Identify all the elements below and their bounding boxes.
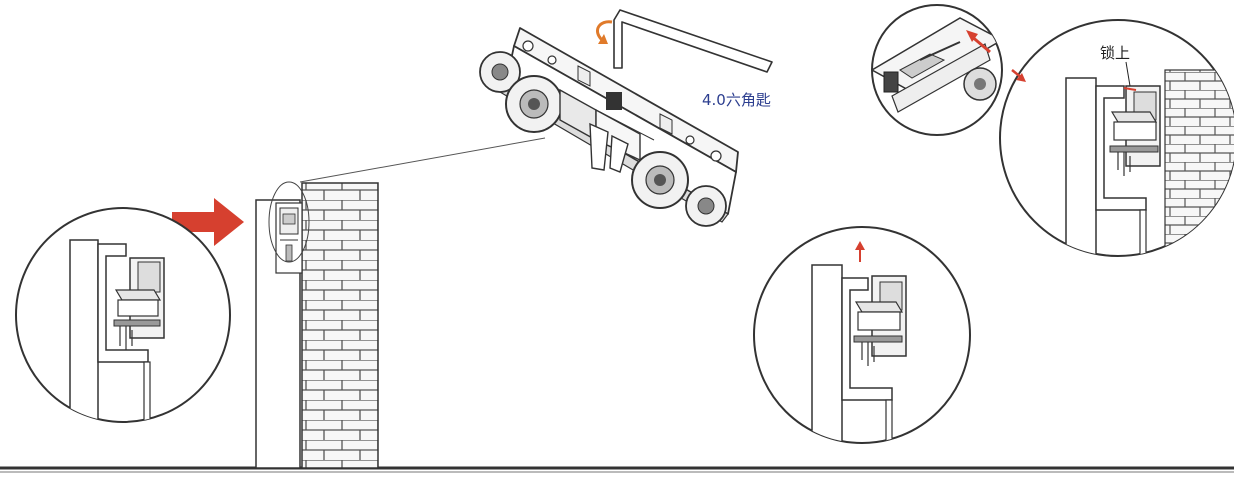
rotate-icon	[596, 20, 613, 44]
floor-line	[0, 466, 1234, 473]
hex-key-label: 4.0六角匙	[702, 91, 771, 109]
roller-carriage	[479, 27, 739, 227]
detail-circle-adjust	[871, 4, 1003, 136]
arrow-right-icon	[172, 198, 244, 246]
detail-circle-before	[15, 207, 231, 423]
arrow-up-icon	[855, 241, 865, 262]
lock-label: 锁上	[1100, 44, 1130, 62]
lock-pointer	[1125, 61, 1131, 87]
wall-section	[255, 137, 546, 469]
detail-circle-lift	[753, 226, 971, 444]
hex-key-icon	[613, 9, 773, 73]
arrow-diagonal-icon	[966, 30, 1026, 82]
detail-circle-locked	[999, 19, 1234, 257]
